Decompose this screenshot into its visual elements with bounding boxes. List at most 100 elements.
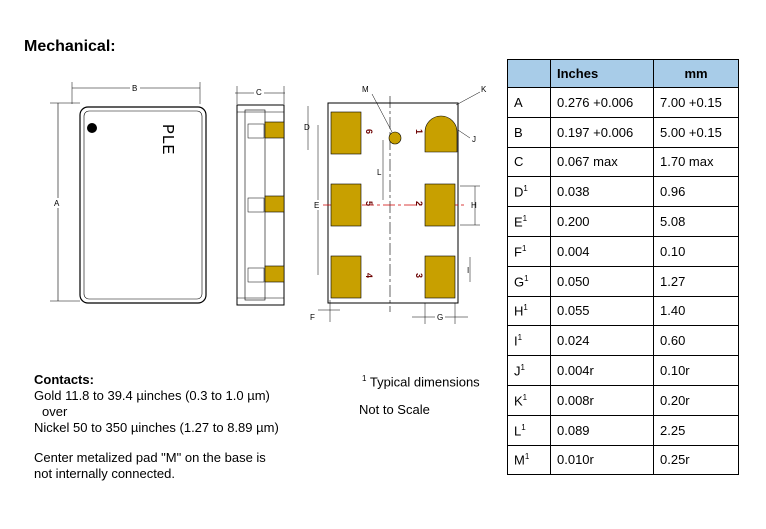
row-label: C xyxy=(507,146,551,178)
pin1-dot-icon xyxy=(87,123,97,133)
footnote-mark: 1 xyxy=(524,452,530,462)
dim-label-i: I xyxy=(467,266,469,275)
dim-label-a: A xyxy=(54,199,60,208)
dimension-letter: H xyxy=(514,303,524,319)
row-label: H1 xyxy=(507,295,551,327)
value-inches: 0.089 xyxy=(550,414,654,446)
dim-label-g: G xyxy=(437,313,443,322)
package-marking: PLE xyxy=(157,124,176,155)
value-inches: 0.067 max xyxy=(550,146,654,178)
pad-3 xyxy=(424,255,456,299)
dim-label-m: M xyxy=(362,85,369,94)
value-mm: 0.25r xyxy=(653,444,739,476)
pin-label-5: 5 xyxy=(364,201,374,206)
dimension-letter: C xyxy=(514,154,524,170)
footnote: 1 Typical dimensions xyxy=(362,371,480,390)
value-inches: 0.050 xyxy=(550,265,654,297)
dimension-letter: E xyxy=(514,214,523,230)
pad-5 xyxy=(330,183,362,227)
section-title: Mechanical: xyxy=(24,38,116,55)
contacts-line-nickel: Nickel 50 to 350 µinches (1.27 to 8.89 µ… xyxy=(34,420,279,435)
row-label: E1 xyxy=(507,206,551,237)
value-inches: 0.197 +0.006 xyxy=(550,116,654,148)
center-pad-note-1: Center metalized pad "M" on the base is xyxy=(34,450,266,465)
dim-label-e: E xyxy=(314,201,319,210)
dim-label-d: D xyxy=(304,123,310,132)
contacts-block: Contacts: Gold 11.8 to 39.4 µinches (0.3… xyxy=(34,372,279,482)
row-label: G1 xyxy=(507,265,551,297)
value-mm: 1.70 max xyxy=(653,146,739,178)
footnote-mark: 1 xyxy=(521,243,527,253)
value-mm: 0.96 xyxy=(653,176,739,208)
row-label: J1 xyxy=(507,355,551,386)
dim-label-l: L xyxy=(377,168,382,177)
value-mm: 0.10 xyxy=(653,235,739,267)
footnote-mark: 1 xyxy=(517,333,523,343)
dim-label-b: B xyxy=(132,84,137,93)
dimension-letter: M xyxy=(514,452,525,468)
pad-4 xyxy=(330,255,362,299)
center-pad-note-2: not internally connected. xyxy=(34,466,175,481)
dim-label-k: K xyxy=(481,85,487,94)
value-mm: 5.00 +0.15 xyxy=(653,116,739,148)
value-inches: 0.055 xyxy=(550,295,654,327)
footnote-mark: 1 xyxy=(523,184,528,194)
footnote-mark: 1 xyxy=(522,392,528,402)
dimension-letter: B xyxy=(514,124,523,140)
dimension-letter: K xyxy=(514,393,523,409)
dim-label-h: H xyxy=(471,201,477,210)
footnote-mark: 1 xyxy=(520,362,525,372)
value-mm: 0.60 xyxy=(653,325,739,357)
value-inches: 0.004 xyxy=(550,235,654,267)
value-inches: 0.004r xyxy=(550,355,654,386)
value-inches: 0.010r xyxy=(550,444,654,476)
top-view: PLE B A xyxy=(50,82,207,304)
footnote-mark: 1 xyxy=(362,374,367,383)
pad-1 xyxy=(424,115,458,153)
row-label: B xyxy=(507,116,551,148)
pin-label-4: 4 xyxy=(364,273,374,278)
value-mm: 0.10r xyxy=(653,355,739,386)
value-inches: 0.038 xyxy=(550,176,654,208)
table-header-row: Inches mm xyxy=(507,59,739,88)
contacts-line-gold: Gold 11.8 to 39.4 µinches (0.3 to 1.0 µm… xyxy=(34,388,270,403)
row-label: I1 xyxy=(507,325,551,357)
dim-label-f: F xyxy=(310,313,315,322)
row-label: K1 xyxy=(507,384,551,416)
row-label: M1 xyxy=(507,444,551,476)
pin-label-6: 6 xyxy=(364,129,374,134)
value-mm: 1.27 xyxy=(653,265,739,297)
dimension-letter: I xyxy=(514,333,518,349)
contacts-line-over: over xyxy=(42,404,68,419)
dimension-letter: A xyxy=(514,94,523,110)
value-mm: 0.20r xyxy=(653,384,739,416)
dimension-letter: J xyxy=(514,363,521,379)
dimension-letter: L xyxy=(514,422,522,438)
scale-note: Not to Scale xyxy=(359,402,430,417)
value-mm: 1.40 xyxy=(653,295,739,327)
footnote-mark: 1 xyxy=(521,422,526,432)
bottom-view: 6 5 4 1 2 3 D E F G H I J K xyxy=(304,85,487,324)
dimension-letter: F xyxy=(514,244,522,260)
pin-label-2: 2 xyxy=(414,201,424,206)
value-inches: 0.200 xyxy=(550,206,654,237)
header-label xyxy=(507,59,551,88)
value-mm: 5.08 xyxy=(653,206,739,237)
row-label: L1 xyxy=(507,414,551,446)
footnote-text: Typical dimensions xyxy=(369,374,480,390)
row-label: A xyxy=(507,87,551,118)
